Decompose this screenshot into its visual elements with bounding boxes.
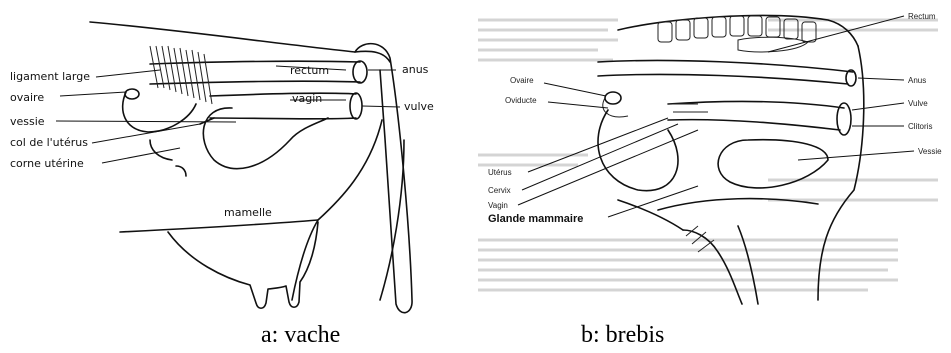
ewe-belly <box>618 200 683 230</box>
udder-outline <box>168 222 318 308</box>
cow-leader-lines <box>56 66 400 163</box>
label-uterus-b: Utérus <box>488 168 512 177</box>
cow-belly-line <box>120 220 318 232</box>
ovary <box>125 89 139 99</box>
ewe-mammary-gland <box>683 226 758 304</box>
ewe-ovary <box>605 92 621 104</box>
label-anus-b: Anus <box>908 76 926 85</box>
ewe-anatomy-drawing: Rectum Anus Vulve Clitoris Vessie Ovaire… <box>468 0 951 318</box>
pelvis-outline <box>150 140 186 176</box>
label-vulve-b: Vulve <box>908 99 928 108</box>
caption-cow: a: vache <box>261 322 340 349</box>
background-text-bleed <box>478 20 938 290</box>
label-ovaire: ovaire <box>10 91 44 104</box>
label-vagin-b: Vagin <box>488 201 508 210</box>
diagram-cow: ligament large ovaire vessie col de l'ut… <box>0 0 460 318</box>
label-vagin: vagin <box>292 92 322 105</box>
label-mamelle: mamelle <box>224 206 272 219</box>
caption-ewe: b: brebis <box>581 322 664 349</box>
uterine-horn <box>123 92 196 132</box>
ewe-pelvic-floor <box>658 199 818 210</box>
diagram-ewe: Rectum Anus Vulve Clitoris Vessie Ovaire… <box>468 0 951 318</box>
cow-leg-rear <box>380 140 404 300</box>
label-col-uterus: col de l'utérus <box>10 136 88 149</box>
label-corne-uterine: corne utérine <box>10 157 84 170</box>
cow-back-outline <box>90 22 390 62</box>
label-cervix-b: Cervix <box>488 186 511 195</box>
ewe-vagina <box>668 101 844 130</box>
vagina-tube <box>210 93 356 119</box>
label-rectum-b: Rectum <box>908 12 936 21</box>
label-vessie-b: Vessie <box>918 147 942 156</box>
label-vessie: vessie <box>10 115 45 128</box>
cow-tail <box>355 44 412 313</box>
label-rectum: rectum <box>290 64 329 77</box>
label-oviducte-b: Oviducte <box>505 96 537 105</box>
label-anus: anus <box>402 63 429 76</box>
ewe-cervix <box>668 104 708 112</box>
label-vulve: vulve <box>404 100 434 113</box>
label-ovaire-b: Ovaire <box>510 76 534 85</box>
vulva-opening <box>350 93 362 119</box>
label-glande-mammaire: Glande mammaire <box>488 213 583 225</box>
ewe-rectum <box>598 60 853 84</box>
label-ligament-large: ligament large <box>10 70 90 83</box>
cow-anatomy-drawing: ligament large ovaire vessie col de l'ut… <box>0 0 460 318</box>
bladder-outline <box>203 108 328 169</box>
broad-ligament-hatching <box>150 46 212 104</box>
ewe-uterus <box>598 110 678 191</box>
anus-opening <box>353 61 367 83</box>
label-clitoris-b: Clitoris <box>908 122 932 131</box>
